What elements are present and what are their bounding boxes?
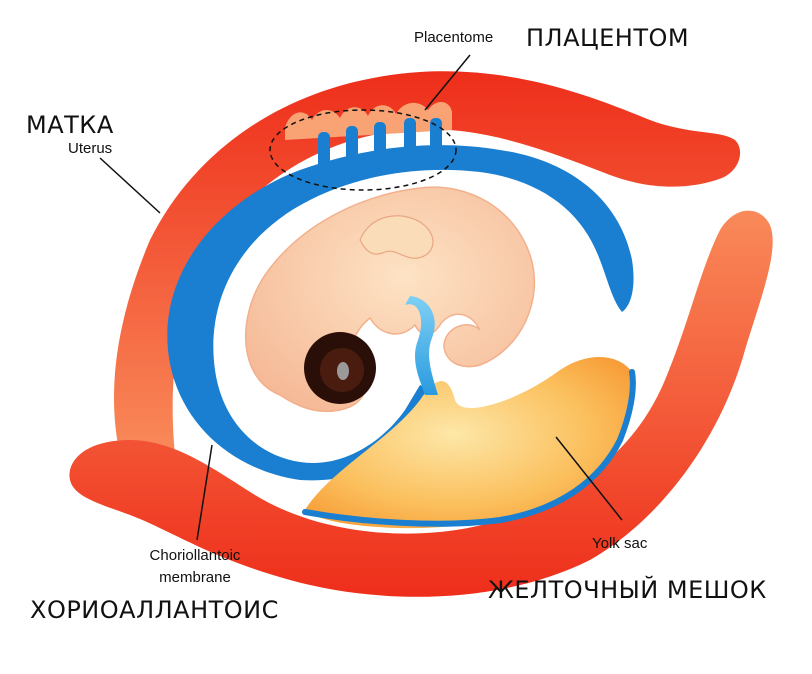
yolk-sac [305,357,635,529]
label-yolk-sac-ru: ЖЕЛТОЧНЫЙ МЕШОК [488,576,767,604]
cotyledon-villi [318,118,442,172]
yolk-sac-rim [302,369,636,527]
label-placentome-ru: ПЛАЦЕНТОМ [526,24,690,52]
leader-placentome [424,54,471,111]
embryo-brain-fold [359,215,434,259]
label-chorioallantoic-ru: ХОРИОАЛЛАНТОИС [30,596,279,624]
label-uterus-ru: МАТКА [26,111,114,139]
uterus-wall-upper [113,71,741,455]
placentome-highlight-ellipse [269,109,457,191]
leader-yolk-sac [555,436,623,521]
umbilical-cord [405,296,438,395]
uterus-wall-lower [69,210,773,597]
label-placentome-en: Placentome [414,29,494,46]
label-chorioallantoic-en-1: Choriollantoic [149,547,241,564]
label-uterus-en: Uterus [68,140,113,157]
leader-uterus [99,157,161,214]
embryo-eye-pupil [337,362,349,380]
leader-chorioallantoic [196,444,213,541]
label-chorioallantoic-en-2: membrane [159,569,231,586]
label-yolk-sac-en: Yolk sac [592,535,648,552]
